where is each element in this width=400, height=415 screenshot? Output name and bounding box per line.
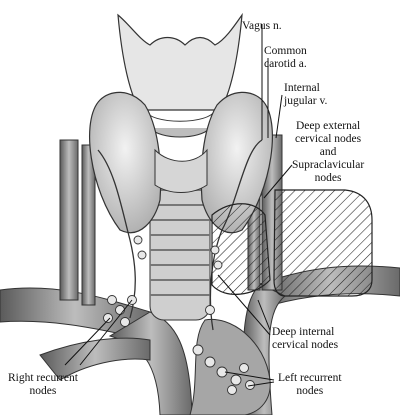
- label-deep-external-nodes: Deep external cervical nodes and Supracl…: [292, 120, 365, 184]
- leader-lines: [64, 24, 293, 387]
- label-internal-jugular: Internal jugular v.: [284, 82, 328, 107]
- right-vagus-nerve: [97, 149, 136, 319]
- aortic-arch: [189, 318, 271, 415]
- thyroid-gland: [89, 91, 273, 234]
- label-right-recurrent-nodes: Right recurrent nodes: [8, 372, 78, 397]
- label-deep-internal-nodes: Deep internal cervical nodes: [272, 326, 339, 351]
- label-left-recurrent-nodes: Left recurrent nodes: [278, 372, 342, 397]
- node-regions: [211, 189, 373, 297]
- label-vagus-nerve: Vagus n.: [242, 20, 282, 32]
- label-common-carotid: Common carotid a.: [264, 45, 307, 70]
